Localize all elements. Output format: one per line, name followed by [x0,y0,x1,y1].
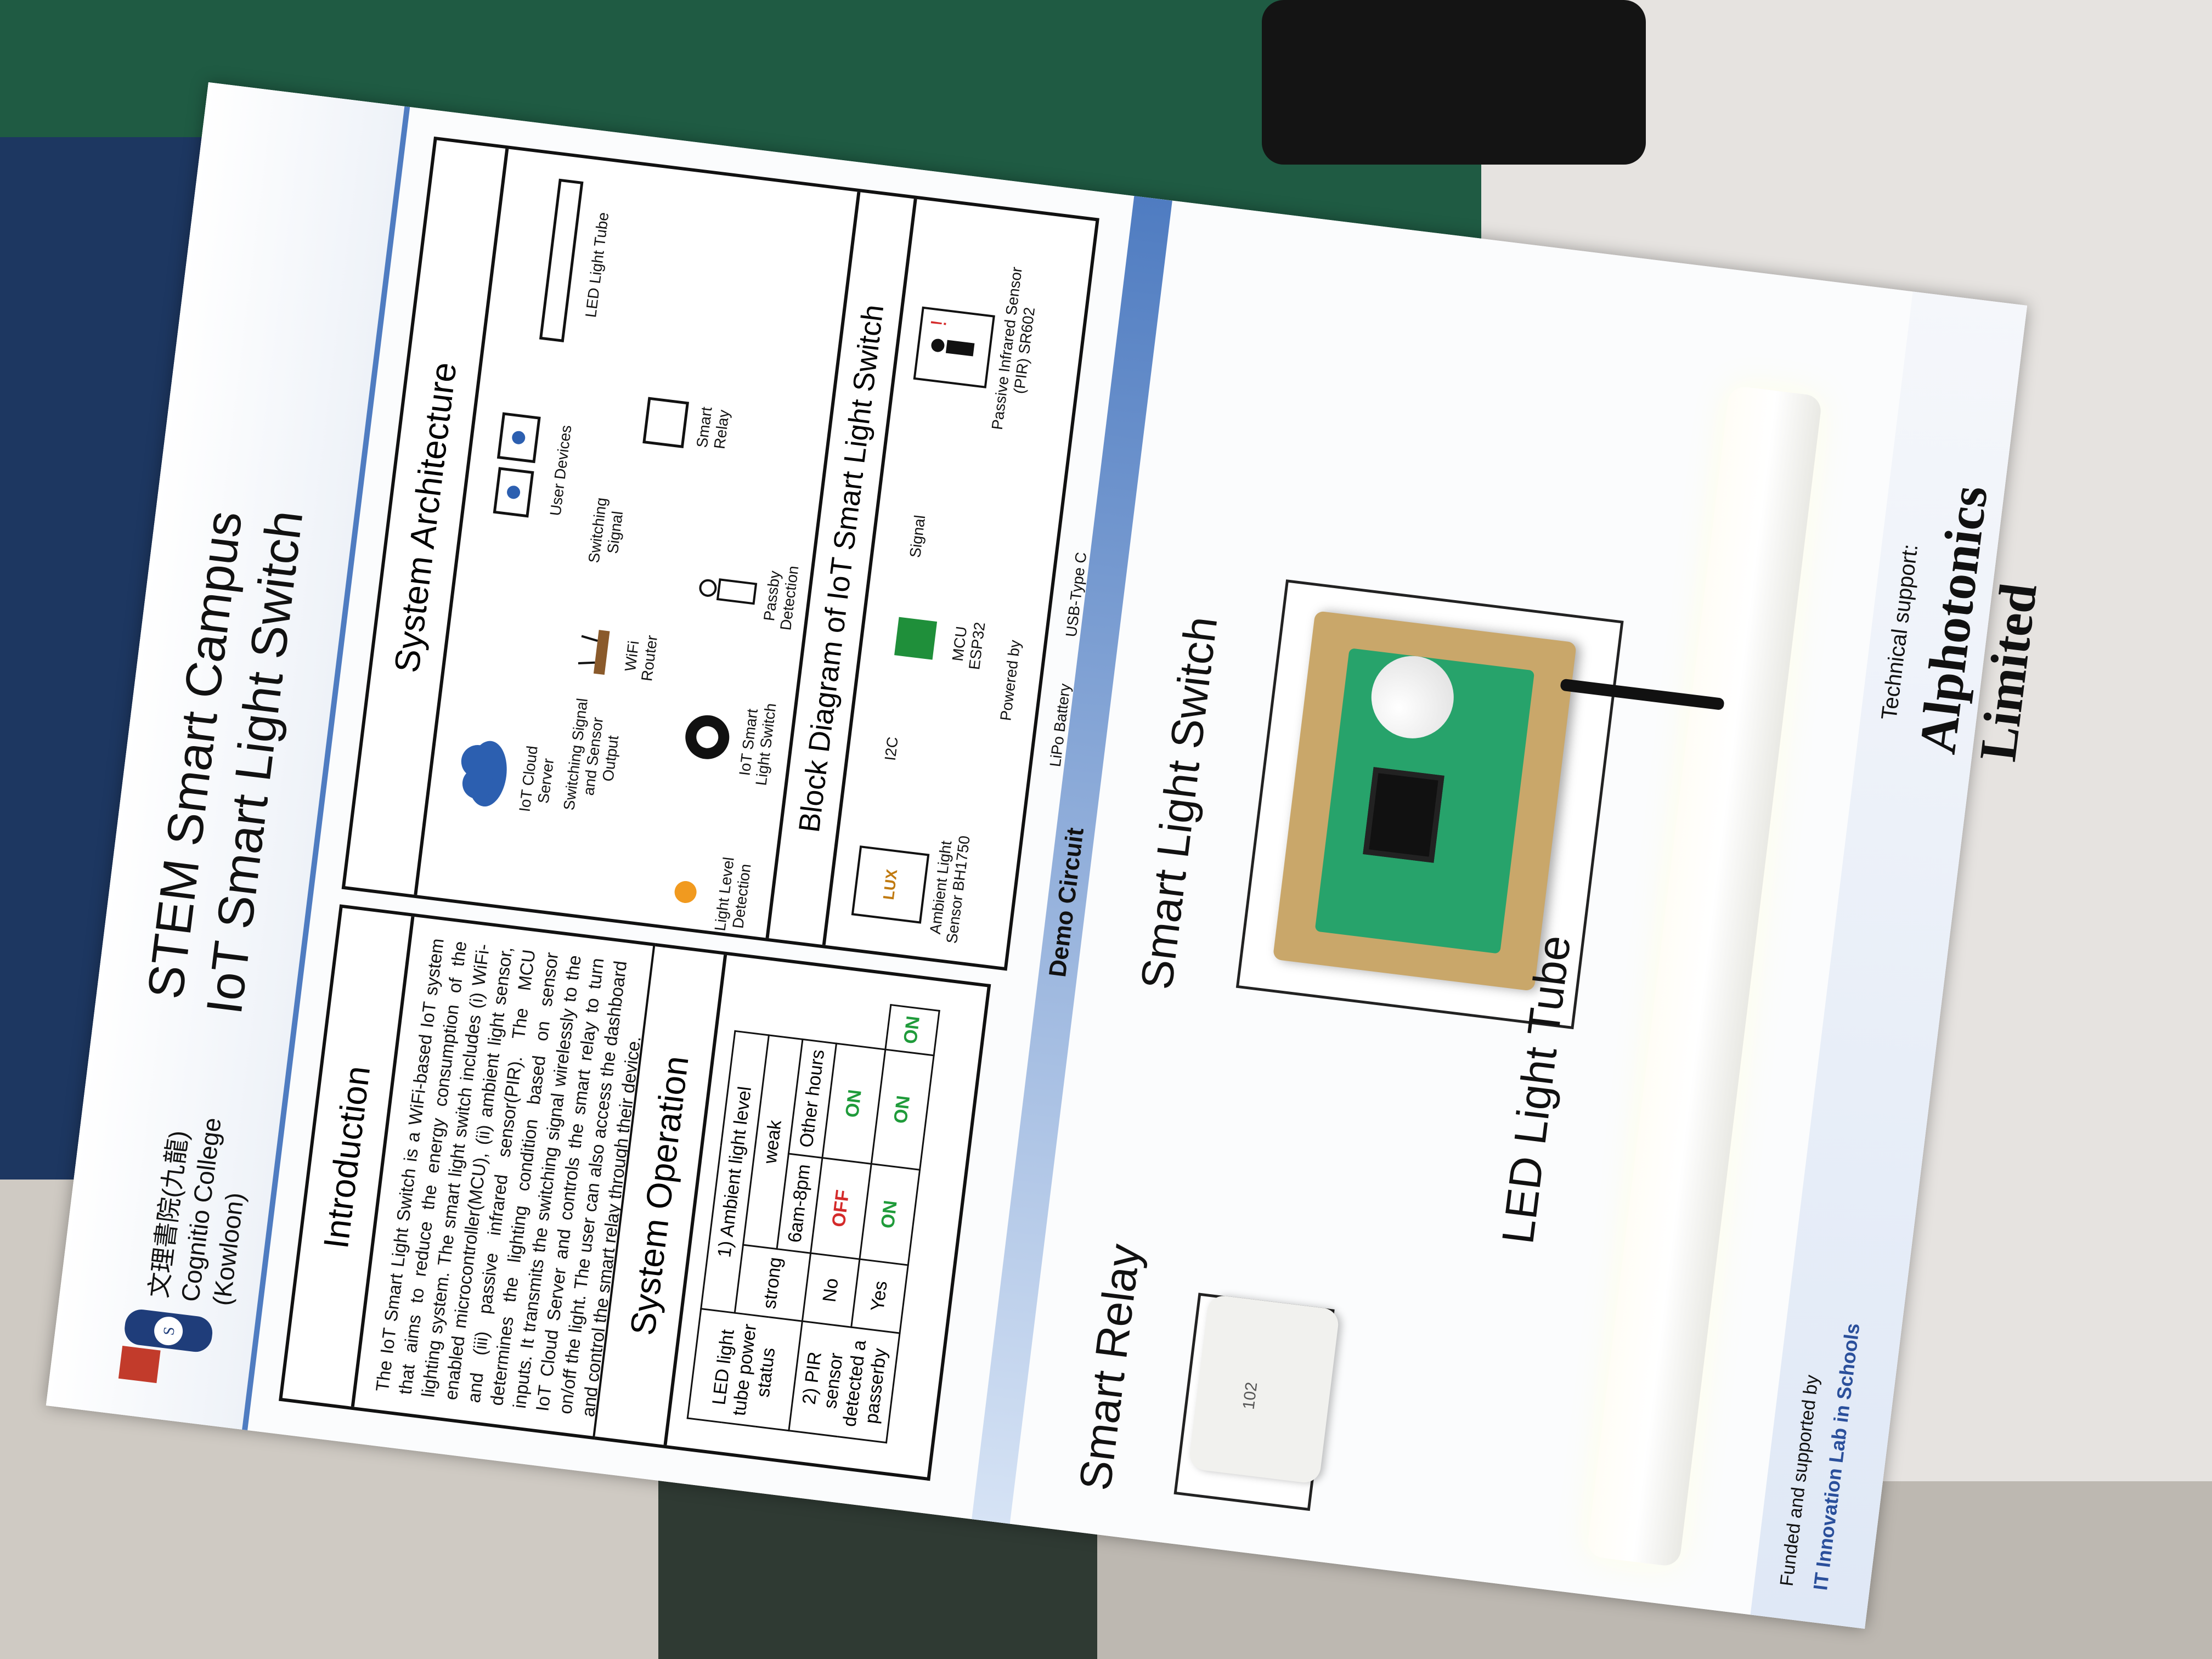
pir-no: No [802,1253,860,1328]
system-operation-panel: System Operation LED light tube power st… [594,943,991,1481]
relay-number-label: 102 [1239,1381,1261,1411]
smart-light-switch-section-label: Smart Light Switch [1131,613,1227,992]
strong-header: strong [735,1244,811,1322]
introduction-panel: Introduction The IoT Smart Light Switch … [279,904,657,1440]
architecture-diagram: IoT Cloud Server User Devices WiFi Route… [417,149,861,939]
smart-switch-icon [685,715,730,759]
ite-lab-label: IT Innovation Lab in Schools [1809,1322,1864,1592]
poster-board: S 文理書院(九龍) Cognitio College (Kowloon) ST… [46,82,2048,1629]
poster-content: S 文理書院(九龍) Cognitio College (Kowloon) ST… [46,82,2048,1629]
operation-table: LED light tube power status 1) Ambient l… [687,985,940,1444]
school-crest-icon: S [118,1310,213,1384]
pir-person-icon: ! [913,306,995,388]
smart-relay-label: Smart Relay [693,405,733,450]
architecture-panel: System Architecture IoT Cloud Server [341,136,1099,971]
pir-sensor-label: Passive Infrared Sensor (PIR) SR602 [988,266,1039,431]
user-devices-icon [493,412,541,518]
person-icon [699,578,758,605]
cloud-icon [461,741,507,807]
chip-icon [894,617,938,660]
lux-badge: LUX [851,845,930,924]
sun-icon [674,881,697,903]
background-black-object [1262,0,1646,165]
iot-cloud-server-label: IoT Cloud Server [516,744,557,813]
switching-signal-label: Switching Signal [585,496,627,564]
ambient-sensor-label: Ambient Light Sensor BH1750 [926,834,973,945]
corner-label: LED light tube power status [687,1308,803,1431]
light-level-detection-label: Light Level Detection [711,856,754,932]
block-diagram: LUX Ambient Light Sensor BH1750 I2C MCU … [826,199,1146,973]
title-band: S 文理書院(九龍) Cognitio College (Kowloon) ST… [46,82,410,1430]
board-display [1363,767,1444,863]
cell-yes-other: ON [885,1005,940,1056]
switching-sensor-output-label: Switching Signal and Sensor Output [560,697,622,811]
pir-label: 2) PIR sensor detected a passerby [788,1321,900,1443]
iot-smart-light-switch-label: IoT Smart Light Switch [736,702,780,787]
passby-detection-label: Passby Detection [760,565,802,631]
mcu-label: MCU ESP32 [949,621,989,671]
signal-label: Signal [906,514,929,559]
wifi-router-icon [578,630,610,675]
svg-text:S: S [160,1326,178,1336]
svg-text:!: ! [927,319,951,328]
smart-relay-icon [642,397,690,448]
led-tube-icon [539,178,584,342]
smart-relay-device: 102 [1188,1294,1340,1485]
pir-yes: Yes [851,1259,909,1334]
smart-relay-section-label: Smart Relay [1070,1241,1150,1493]
powered-by-label: Powered by [997,639,1024,722]
wifi-router-label: WiFi Router [621,634,661,682]
i2c-label: I2C [881,736,901,762]
